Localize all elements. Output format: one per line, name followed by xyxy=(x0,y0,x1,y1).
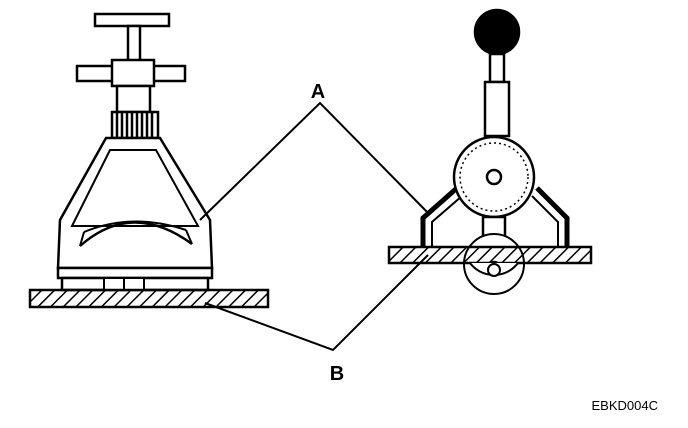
right-dial-hub xyxy=(485,168,503,186)
left-arc-scale-inner xyxy=(83,220,187,233)
left-tee-handle-top xyxy=(93,12,171,28)
left-body-window xyxy=(70,149,200,227)
figure-code: EBKD004C xyxy=(592,398,658,413)
left-knurled-collar xyxy=(110,110,160,140)
callout-a-label: A xyxy=(311,81,325,103)
right-left-arm xyxy=(420,186,459,248)
left-neck xyxy=(115,84,152,114)
leader-a xyxy=(199,101,431,221)
leader-b xyxy=(204,254,429,352)
left-crossbar-hub xyxy=(110,58,156,88)
callout-b-label: B xyxy=(330,363,344,385)
right-right-arm xyxy=(535,186,570,248)
left-clamp-device xyxy=(56,12,214,292)
callout-leaders xyxy=(199,101,431,352)
left-workpiece xyxy=(28,288,270,309)
right-workpiece xyxy=(387,245,593,265)
right-shaft xyxy=(488,52,506,84)
left-handle-stem xyxy=(126,24,142,66)
right-dial-device xyxy=(420,8,570,295)
right-shaft-sleeve xyxy=(483,80,511,138)
left-arc-scale xyxy=(79,221,193,247)
right-black-knob xyxy=(473,8,521,56)
left-base-plate xyxy=(56,266,214,280)
